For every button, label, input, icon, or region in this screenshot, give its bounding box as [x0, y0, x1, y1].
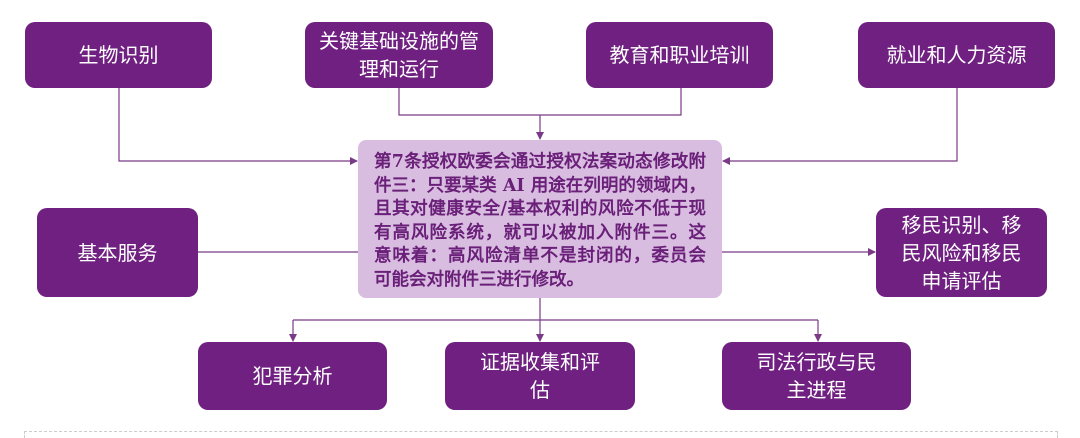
- node-label: 司法行政与民主进程: [756, 350, 877, 402]
- node-label: 基本服务: [77, 240, 158, 265]
- connector-biometrics: [118, 88, 358, 165]
- node-education: 教育和职业培训: [586, 22, 773, 88]
- dotted-divider: [24, 431, 1058, 438]
- node-critical-infrastructure: 关键基础设施的管理和运行: [305, 22, 493, 88]
- connector-employment: [722, 88, 958, 165]
- node-crime-analysis: 犯罪分析: [198, 342, 387, 410]
- node-biometrics: 生物识别: [25, 22, 212, 88]
- node-justice: 司法行政与民主进程: [722, 342, 911, 410]
- center-explanation: 第7条授权欧委会通过授权法案动态修改附件三：只要某类 AI 用途在列明的领域内，…: [358, 140, 722, 298]
- node-employment: 就业和人力资源: [858, 22, 1055, 88]
- node-label: 犯罪分析: [252, 364, 333, 388]
- node-essential-services: 基本服务: [37, 208, 198, 297]
- node-label: 关键基础设施的管理和运行: [319, 29, 479, 81]
- node-evidence: 证据收集和评估: [445, 342, 635, 410]
- connector-infra-education: [398, 88, 682, 116]
- node-label: 证据收集和评估: [480, 350, 600, 402]
- node-label: 教育和职业培训: [609, 43, 750, 67]
- node-label: 移民识别、移民风险和移民申请评估: [901, 212, 1022, 293]
- node-label: 生物识别: [78, 43, 159, 67]
- node-label: 就业和人力资源: [886, 43, 1027, 67]
- connector-bottom-trunk: [293, 298, 818, 321]
- center-text: 第7条授权欧委会通过授权法案动态修改附件三：只要某类 AI 用途在列明的领域内，…: [374, 152, 706, 290]
- node-migration: 移民识别、移民风险和移民申请评估: [876, 208, 1047, 297]
